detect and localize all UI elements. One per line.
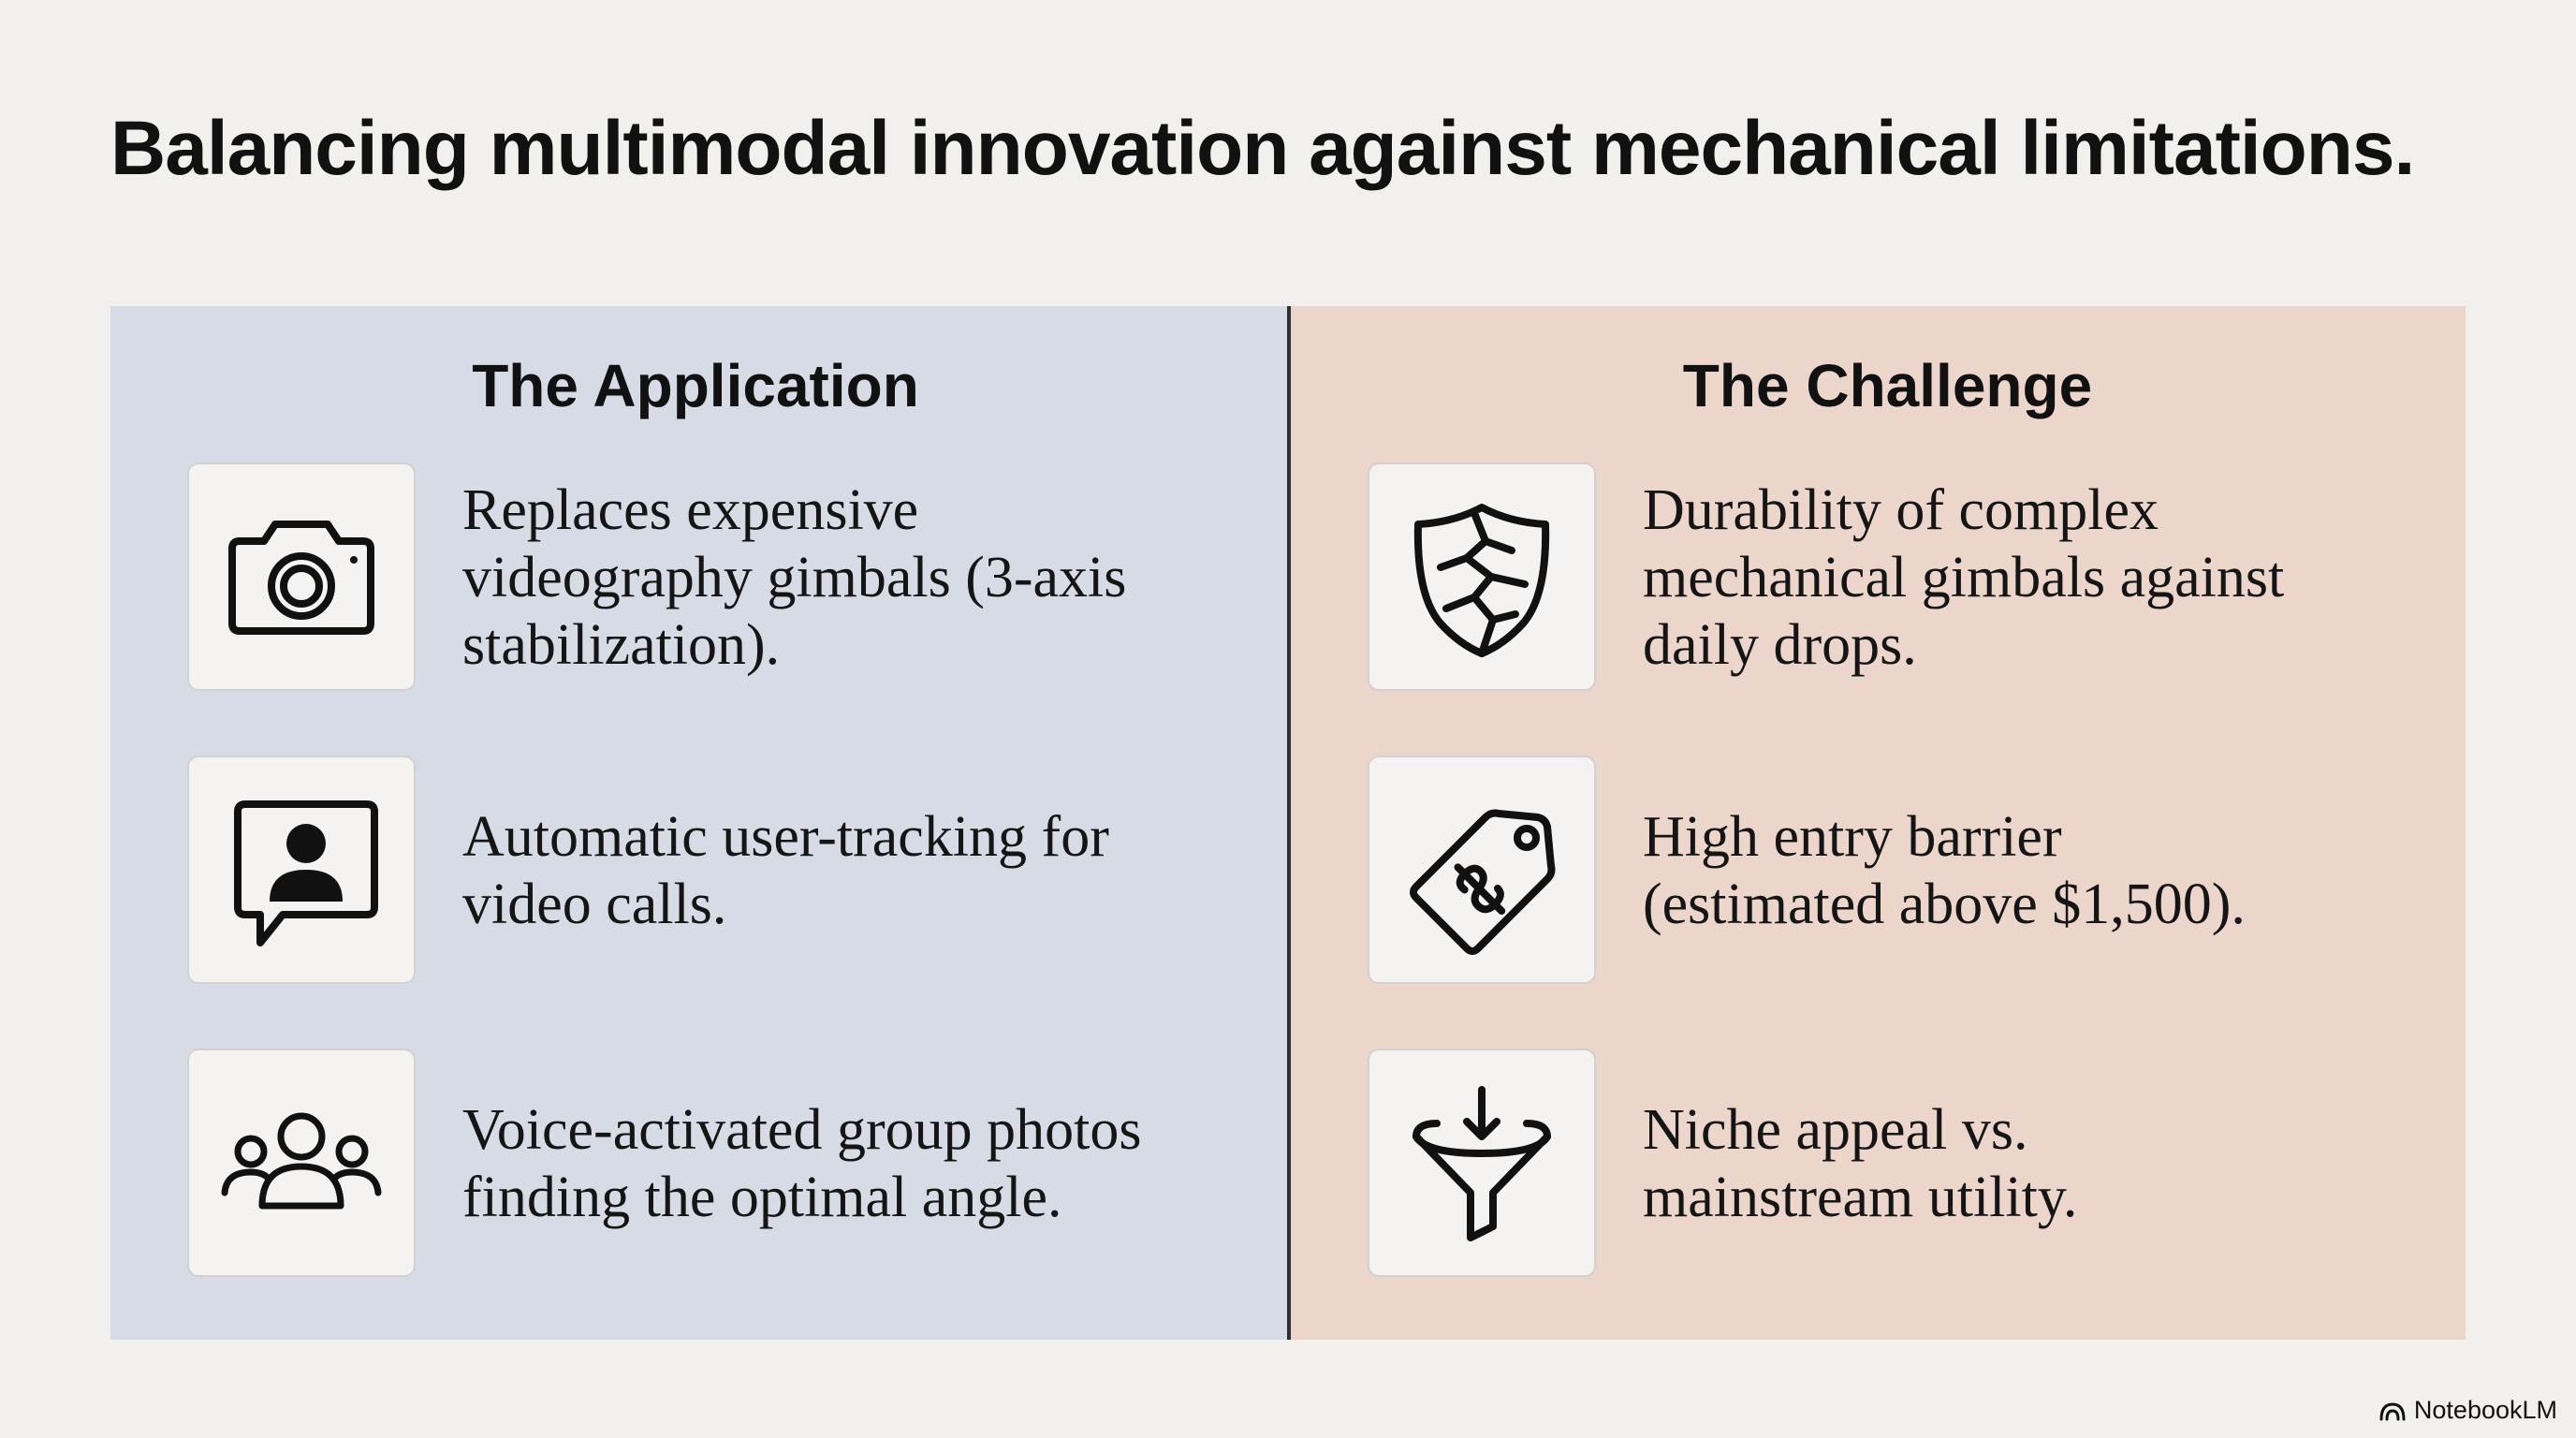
camera-icon — [228, 521, 374, 635]
group-people-icon — [221, 1112, 382, 1210]
text-line: daily drops. — [1643, 613, 1917, 677]
text-line: finding the optimal angle. — [462, 1166, 1062, 1229]
cracked-shield-icon — [1413, 504, 1550, 657]
funnel-icon-box — [1368, 1049, 1596, 1277]
challenge-panel: The Challenge Durability of complex mech… — [1291, 306, 2466, 1340]
slide-title: Balancing multimodal innovation against … — [110, 106, 2415, 191]
text-line: mechanical gimbals against — [1643, 546, 2285, 609]
group-people-icon-box — [187, 1049, 416, 1277]
panel-divider — [1287, 306, 1291, 1340]
application-item-tracking: Automatic user-tracking for video calls. — [187, 756, 1254, 986]
challenge-heading: The Challenge — [1682, 352, 2093, 419]
brand-label: NotebookLM — [2413, 1396, 2557, 1424]
text-line: Voice-activated group photos — [462, 1098, 1142, 1162]
cracked-shield-icon-box — [1368, 462, 1596, 691]
text-line: High entry barrier — [1643, 805, 2062, 869]
application-item-text: Voice-activated group photos finding the… — [462, 1049, 1286, 1279]
challenge-item-text: Niche appeal vs. mainstream utility. — [1643, 1049, 2466, 1279]
application-item-text: Automatic user-tracking for video calls. — [462, 756, 1286, 986]
challenge-item-durability: Durability of complex mechanical gimbals… — [1368, 462, 2435, 693]
user-chat-bubble-icon-box — [187, 756, 416, 984]
price-tag-icon — [1410, 809, 1556, 955]
application-heading: The Application — [472, 352, 919, 419]
text-line: Automatic user-tracking for — [462, 805, 1109, 869]
price-tag-icon-box — [1368, 756, 1596, 984]
application-item-gimbal: Replaces expensive videography gimbals (… — [187, 462, 1254, 693]
application-item-group-photos: Voice-activated group photos finding the… — [187, 1049, 1254, 1279]
text-line: mainstream utility. — [1643, 1166, 2078, 1229]
text-line: Niche appeal vs. — [1643, 1098, 2028, 1162]
funnel-icon — [1412, 1086, 1551, 1241]
challenge-item-text: High entry barrier (estimated above $1,5… — [1643, 756, 2466, 986]
challenge-item-price: High entry barrier (estimated above $1,5… — [1368, 756, 2435, 986]
text-line: Replaces expensive — [462, 478, 919, 542]
text-line: videography gimbals (3-axis — [462, 546, 1127, 609]
notebooklm-brand: NotebookLM — [2378, 1396, 2557, 1425]
application-item-text: Replaces expensive videography gimbals (… — [462, 462, 1286, 693]
notebooklm-logo-icon — [2379, 1401, 2406, 1420]
text-line: video calls. — [462, 873, 727, 936]
camera-icon-box — [187, 462, 416, 691]
challenge-item-text: Durability of complex mechanical gimbals… — [1643, 462, 2466, 693]
user-chat-bubble-icon — [234, 800, 378, 946]
application-panel: The Application Replaces expensive video… — [110, 306, 1288, 1340]
text-line: Durability of complex — [1643, 478, 2159, 542]
challenge-item-niche: Niche appeal vs. mainstream utility. — [1368, 1049, 2435, 1279]
text-line: (estimated above $1,500). — [1643, 873, 2246, 936]
text-line: stabilization). — [462, 613, 781, 677]
